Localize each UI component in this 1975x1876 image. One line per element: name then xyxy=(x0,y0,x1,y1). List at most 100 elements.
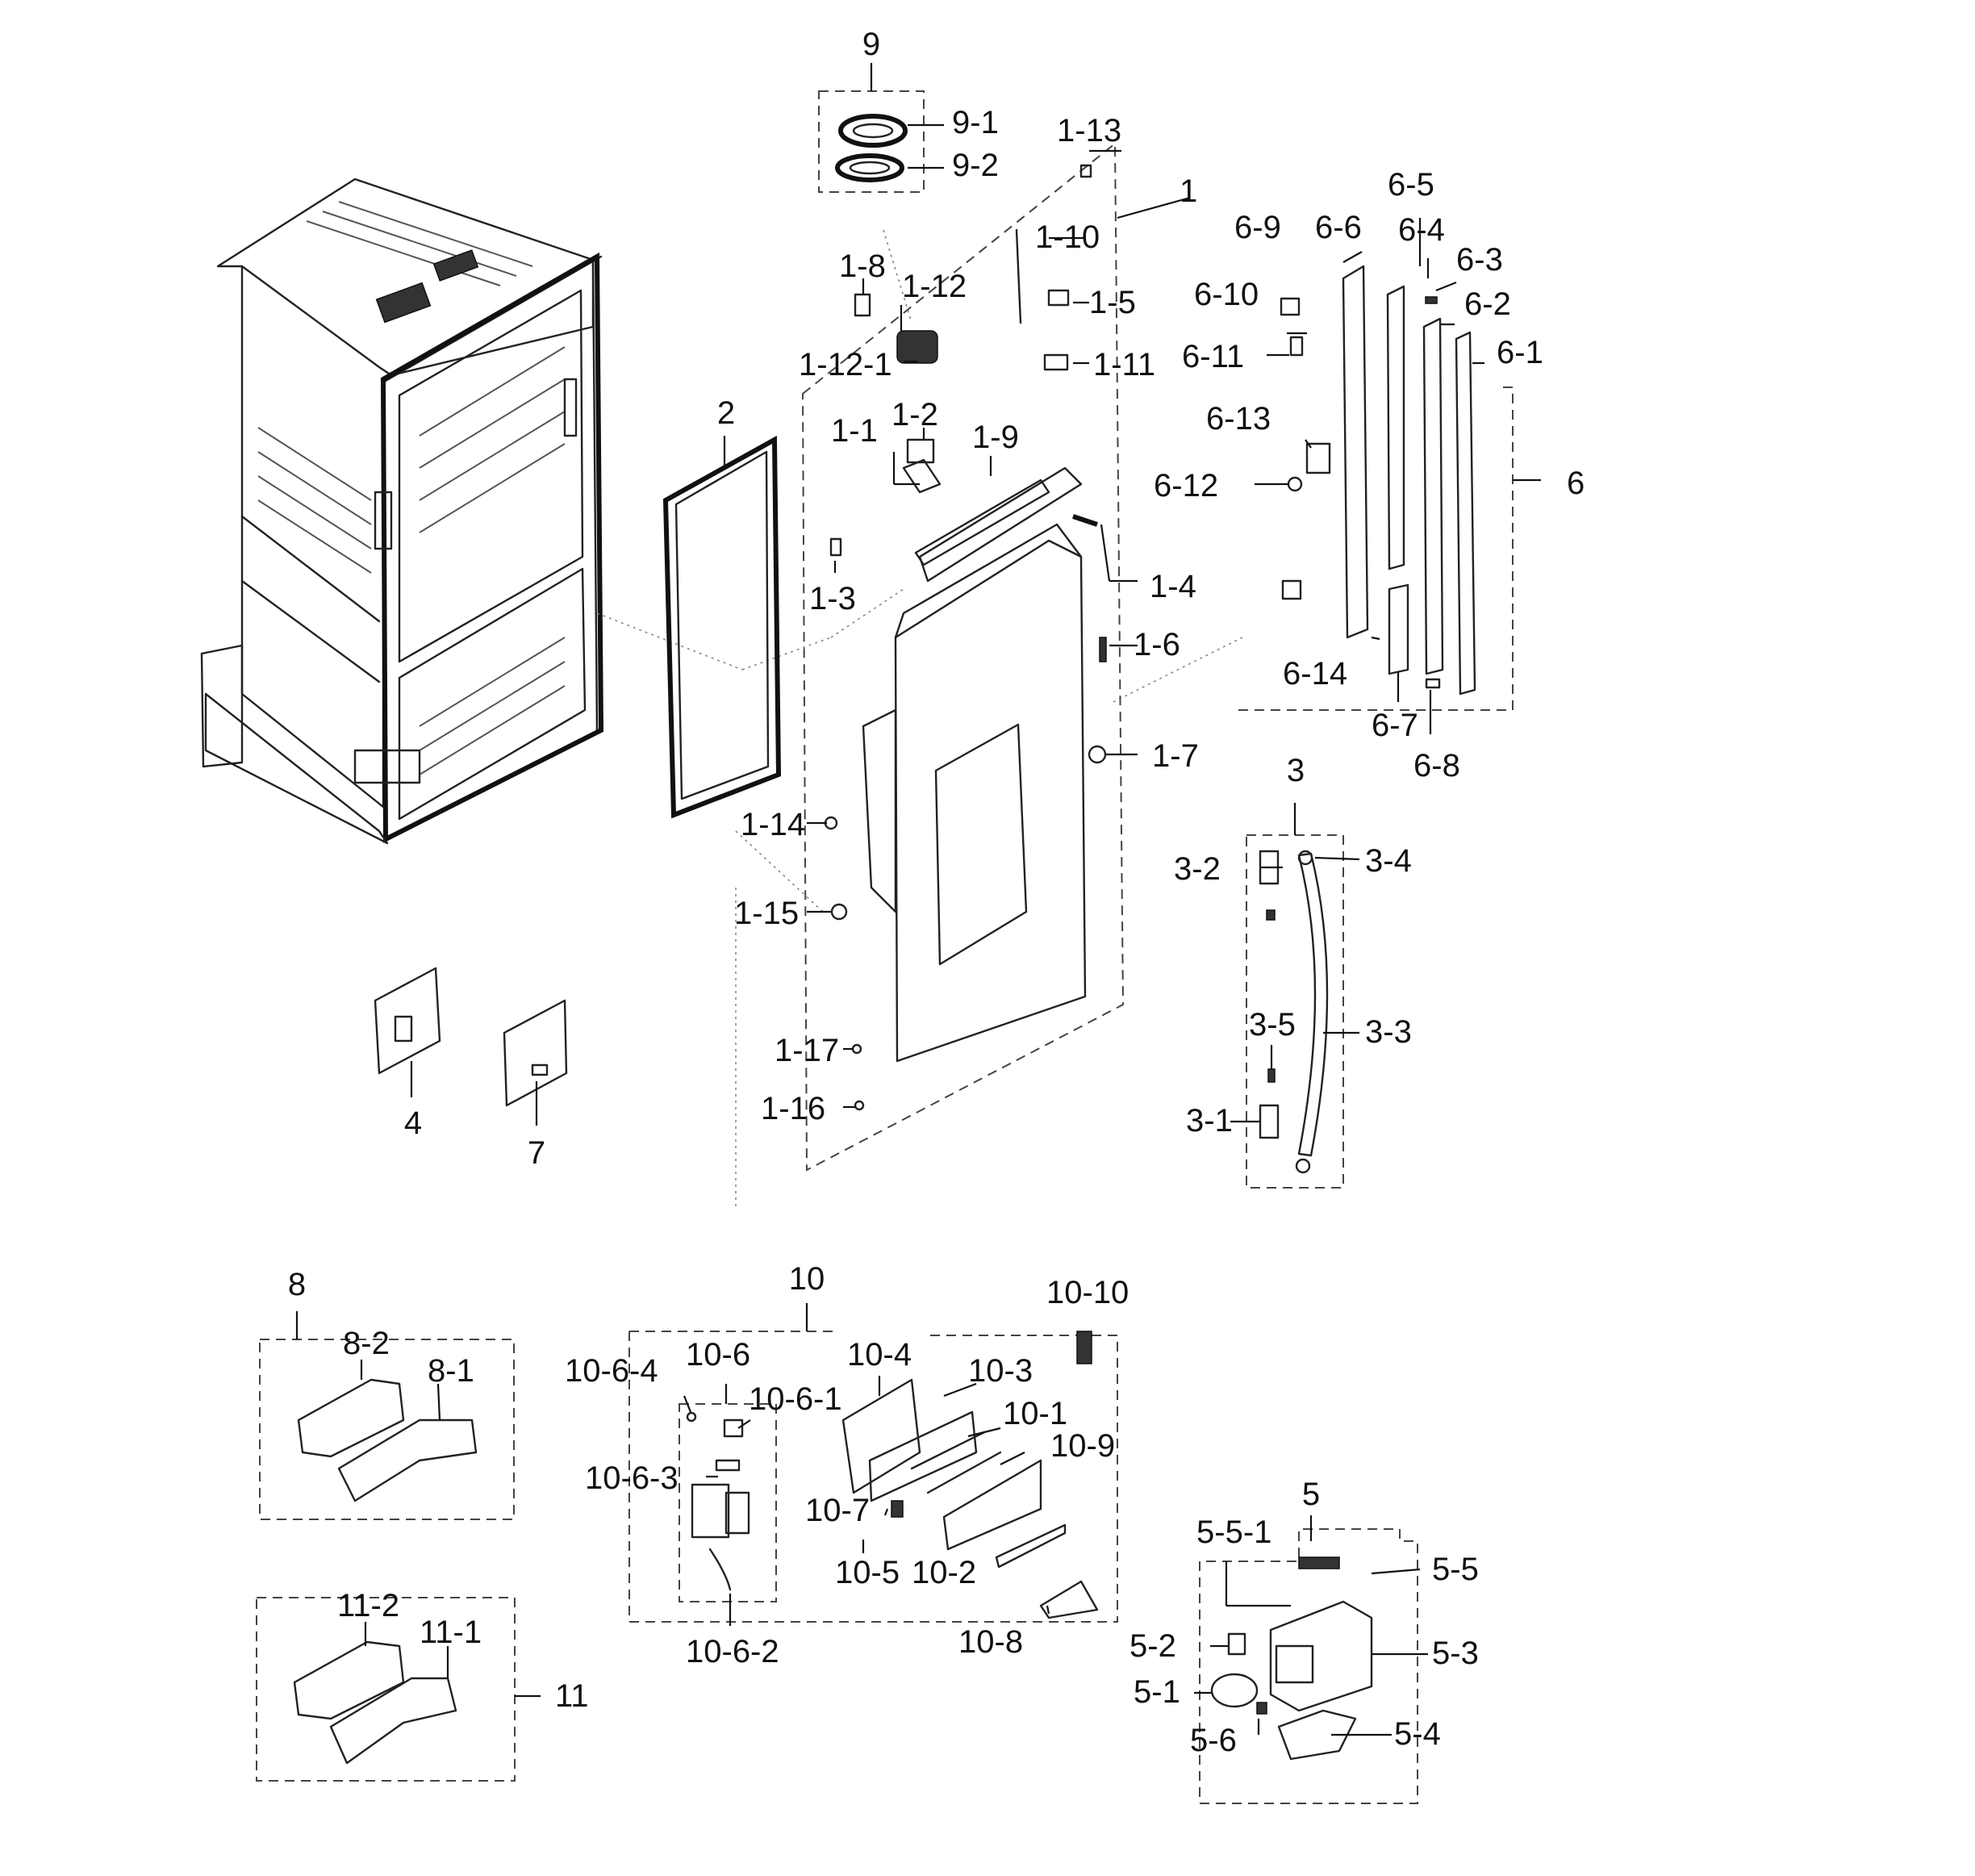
leader-lines xyxy=(360,149,1484,1736)
label-1-16: 1-16 xyxy=(761,1091,825,1126)
label-9: 9 xyxy=(862,27,880,62)
label-10-5: 10-5 xyxy=(835,1555,900,1590)
label-5-2: 5-2 xyxy=(1129,1628,1176,1664)
label-1-7: 1-7 xyxy=(1152,738,1199,774)
label-6-3: 6-3 xyxy=(1456,242,1503,278)
label-1-17: 1-17 xyxy=(775,1033,839,1068)
label-9-2: 9-2 xyxy=(952,148,999,183)
label-6-5: 6-5 xyxy=(1388,167,1434,203)
label-3-1: 3-1 xyxy=(1186,1103,1233,1139)
label-1-8: 1-8 xyxy=(839,249,886,284)
label-6-13: 6-13 xyxy=(1206,401,1271,437)
label-10-6-1: 10-6-1 xyxy=(749,1381,842,1417)
door-small-parts xyxy=(824,164,1107,1111)
label-6-7: 6-7 xyxy=(1372,708,1418,743)
refrigerator-cabinet xyxy=(200,178,604,845)
label-5-6: 5-6 xyxy=(1190,1723,1237,1758)
label-9-1: 9-1 xyxy=(952,105,999,140)
label-6-14: 6-14 xyxy=(1283,656,1347,691)
label-8: 8 xyxy=(288,1267,306,1302)
label-1-2: 1-2 xyxy=(891,397,938,432)
label-5-3: 5-3 xyxy=(1432,1636,1479,1671)
label-4: 4 xyxy=(404,1105,422,1141)
label-11: 11 xyxy=(555,1678,589,1714)
label-10-10: 10-10 xyxy=(1046,1275,1129,1310)
part-7-cover xyxy=(503,999,568,1107)
label-10-6-2: 10-6-2 xyxy=(686,1634,779,1669)
label-3: 3 xyxy=(1287,753,1305,788)
label-1-3: 1-3 xyxy=(809,581,856,616)
label-1-12-1: 1-12-1 xyxy=(799,347,892,382)
label-7: 7 xyxy=(528,1135,545,1171)
label-6-6: 6-6 xyxy=(1315,210,1362,245)
label-10-6: 10-6 xyxy=(686,1337,750,1373)
label-10-8: 10-8 xyxy=(958,1624,1023,1660)
label-1-12: 1-12 xyxy=(902,269,967,304)
label-3-3: 3-3 xyxy=(1365,1014,1412,1050)
part-11-box xyxy=(256,1597,516,1782)
label-1-6: 1-6 xyxy=(1134,627,1180,662)
label-11-1: 11-1 xyxy=(420,1615,482,1650)
part-11-ducts xyxy=(293,1640,457,1765)
part-8-ducts xyxy=(297,1378,478,1502)
label-6-12: 6-12 xyxy=(1154,468,1218,503)
label-1-9: 1-9 xyxy=(972,420,1019,455)
label-1-4: 1-4 xyxy=(1150,569,1196,604)
label-1-1: 1-1 xyxy=(831,413,878,449)
label-10-3: 10-3 xyxy=(968,1353,1033,1389)
label-5-5: 5-5 xyxy=(1432,1552,1479,1587)
part-8-box xyxy=(259,1339,515,1520)
label-1-11: 1-11 xyxy=(1093,347,1155,382)
label-3-2: 3-2 xyxy=(1174,851,1221,887)
label-5: 5 xyxy=(1302,1477,1320,1512)
label-6-2: 6-2 xyxy=(1464,286,1511,322)
label-8-1: 8-1 xyxy=(428,1353,474,1389)
label-5-4: 5-4 xyxy=(1394,1716,1441,1752)
door-gasket xyxy=(662,435,782,819)
label-10-6-4: 10-6-4 xyxy=(565,1353,658,1389)
alignment-lines xyxy=(596,229,1243,1210)
part-10-dispenser xyxy=(686,1331,1099,1619)
label-1-10: 1-10 xyxy=(1035,219,1100,255)
part-3-handle xyxy=(1259,850,1329,1174)
label-6-4: 6-4 xyxy=(1398,212,1445,248)
part-labels: 9 9-1 9-2 1-13 1 1-10 1-8 1-12 1-5 1-12-… xyxy=(288,27,1585,1758)
label-5-5-1: 5-5-1 xyxy=(1196,1515,1271,1550)
label-2: 2 xyxy=(717,395,735,431)
label-6-11: 6-11 xyxy=(1182,339,1244,374)
label-10: 10 xyxy=(789,1261,825,1297)
part-5-outline xyxy=(1199,1528,1418,1804)
label-6-9: 6-9 xyxy=(1234,210,1281,245)
label-1-5: 1-5 xyxy=(1089,285,1136,320)
label-6-1: 6-1 xyxy=(1497,335,1543,370)
label-6-10: 6-10 xyxy=(1194,277,1259,312)
part-6-rails xyxy=(1280,265,1476,696)
door-panel xyxy=(862,466,1087,1063)
part-4-cover xyxy=(374,967,441,1075)
label-3-5: 3-5 xyxy=(1249,1007,1296,1042)
door-assembly-outline xyxy=(801,141,1125,1172)
label-10-9: 10-9 xyxy=(1050,1428,1115,1464)
part-9-box xyxy=(818,90,925,193)
part-9-seals xyxy=(835,114,908,182)
label-3-4: 3-4 xyxy=(1365,843,1412,879)
part-6-outline xyxy=(1238,386,1514,711)
part-5-icemaker xyxy=(1210,1556,1373,1761)
label-10-1: 10-1 xyxy=(1003,1396,1067,1431)
label-10-2: 10-2 xyxy=(912,1555,976,1590)
label-6-8: 6-8 xyxy=(1413,748,1460,783)
label-8-2: 8-2 xyxy=(343,1326,390,1361)
label-1: 1 xyxy=(1180,173,1197,209)
label-10-4: 10-4 xyxy=(847,1337,912,1373)
label-1-15: 1-15 xyxy=(734,896,799,931)
part-10-6-box xyxy=(679,1403,777,1602)
label-6: 6 xyxy=(1567,466,1585,501)
label-10-6-3: 10-6-3 xyxy=(585,1460,679,1496)
part-10-outline xyxy=(628,1331,1118,1623)
label-1-13: 1-13 xyxy=(1057,113,1121,148)
label-11-2: 11-2 xyxy=(337,1588,399,1623)
label-1-14: 1-14 xyxy=(741,807,805,842)
label-10-7: 10-7 xyxy=(805,1493,870,1528)
